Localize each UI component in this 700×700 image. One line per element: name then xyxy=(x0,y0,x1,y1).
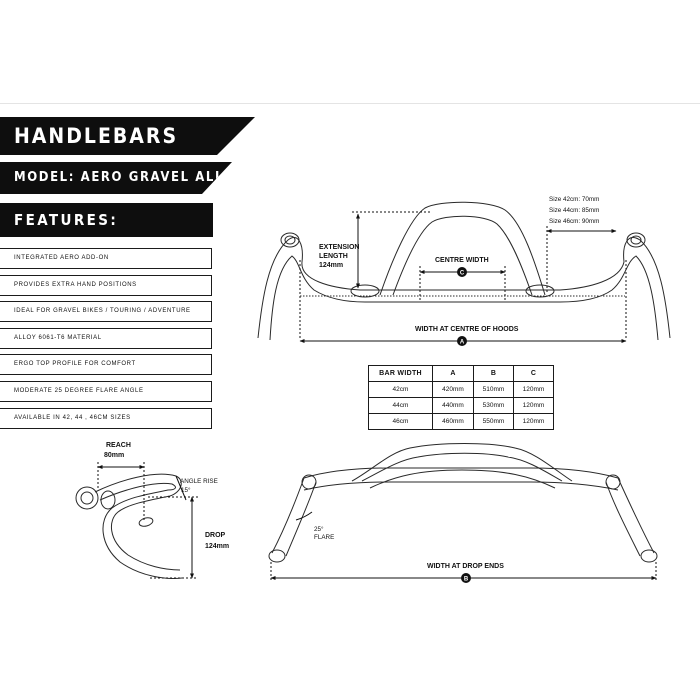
front-drop-right-outer xyxy=(617,477,655,554)
front-bar-bottom xyxy=(303,481,619,491)
side-bar-end xyxy=(138,517,154,527)
size-42-label: Size 42cm: 70mm xyxy=(549,196,599,203)
flare-label-1: 25° xyxy=(314,525,324,533)
feature-item: Ergo top profile for comfort xyxy=(0,354,212,376)
front-end-left xyxy=(268,549,286,563)
marker-a-badge xyxy=(457,336,467,346)
addon-clamp-left xyxy=(350,284,380,298)
front-drop-left-outer xyxy=(271,477,305,554)
front-hood-right xyxy=(605,474,621,490)
feature-item: Moderate 25 degree flare angle xyxy=(0,380,212,402)
extension-label-3: 124mm xyxy=(319,262,343,269)
size-46-label: Size 46cm: 90mm xyxy=(549,218,599,225)
marker-c-badge xyxy=(457,267,467,277)
aero-addon-outer xyxy=(379,201,546,296)
handlebar-top-view xyxy=(257,201,671,341)
model-banner: MODEL: AERO GRAVEL ALLOY xyxy=(0,162,232,194)
feature-item: Provides extra hand positions xyxy=(0,274,212,296)
size-44-label: Size 44cm: 85mm xyxy=(549,207,599,214)
bar-end-left-inner xyxy=(284,235,296,245)
centre-width-label: CENTRE WIDTH xyxy=(435,257,489,264)
marker-a: A xyxy=(460,340,465,346)
table-row: 42cm 420mm 510mm 120mm xyxy=(368,381,554,398)
side-view-dimensions xyxy=(97,462,198,579)
side-bar-inner xyxy=(99,482,183,579)
extension-label-1: EXTENSION xyxy=(319,244,359,251)
aero-addon-inner xyxy=(392,215,533,296)
bar-end-right xyxy=(626,232,646,248)
marker-b-badge xyxy=(461,573,471,583)
handlebar-side-view xyxy=(75,473,183,579)
table-cell: 120mm xyxy=(513,413,554,430)
front-bar-top xyxy=(303,467,619,479)
drop-label-1: DROP xyxy=(205,532,226,539)
angle-rise-label-1: ANGLE RISE xyxy=(180,478,218,485)
width-drop-label: WIDTH AT DROP ENDS xyxy=(427,563,504,570)
features-heading: FEATURES: xyxy=(0,203,213,237)
side-bar-outer xyxy=(94,473,182,571)
side-clamp-inner xyxy=(80,491,94,505)
page-title: HANDLEBARS xyxy=(0,117,255,155)
front-addon-lower xyxy=(369,469,556,489)
table-header-row: BAR WIDTH A B C xyxy=(368,365,554,382)
bar-end-right-inner xyxy=(630,235,642,245)
marker-b: B xyxy=(464,577,469,583)
front-drop-right-inner xyxy=(605,481,641,557)
front-drop-left-inner xyxy=(285,481,317,557)
extension-label-2: LENGTH xyxy=(319,253,348,260)
addon-clamp-right xyxy=(525,284,555,298)
drop-label-2: 124mm xyxy=(205,543,229,550)
bar-outline-front xyxy=(269,255,659,341)
front-addon-outer xyxy=(351,443,573,482)
top-divider xyxy=(0,103,700,104)
reach-label-1: REACH xyxy=(106,442,131,449)
feature-item: Integrated aero add-on xyxy=(0,248,212,269)
front-end-right xyxy=(640,549,658,563)
width-hoods-label: WIDTH AT CENTRE OF HOODS xyxy=(415,326,519,333)
front-hood-left xyxy=(301,474,317,490)
features-list: Integrated aero add-on Provides extra ha… xyxy=(0,248,212,434)
feature-item: Ideal for gravel bikes / touring / adven… xyxy=(0,301,212,323)
front-addon-inner xyxy=(361,452,563,482)
side-clamp-outer xyxy=(75,486,99,510)
size-table: BAR WIDTH A B C 42cm 420mm 510mm 120mm 4… xyxy=(368,365,554,430)
reach-label-2: 80mm xyxy=(104,452,124,459)
table-row: 44cm 440mm 530mm 120mm xyxy=(368,397,554,414)
flare-label-2: FLARE xyxy=(314,534,334,541)
handlebar-front-view xyxy=(268,443,658,563)
bar-end-left xyxy=(280,232,300,248)
side-tube-section xyxy=(100,490,116,510)
feature-item: Alloy 6061-T6 material xyxy=(0,327,212,349)
bar-outline-rear xyxy=(257,237,671,339)
front-view-dimensions xyxy=(270,511,657,582)
marker-c: C xyxy=(460,271,465,277)
angle-rise-label-2: 15° xyxy=(181,486,191,494)
feature-item: Available in 42, 44 , 46cm sizes xyxy=(0,407,212,429)
table-row: 46cm 460mm 550mm 120mm xyxy=(368,413,554,430)
